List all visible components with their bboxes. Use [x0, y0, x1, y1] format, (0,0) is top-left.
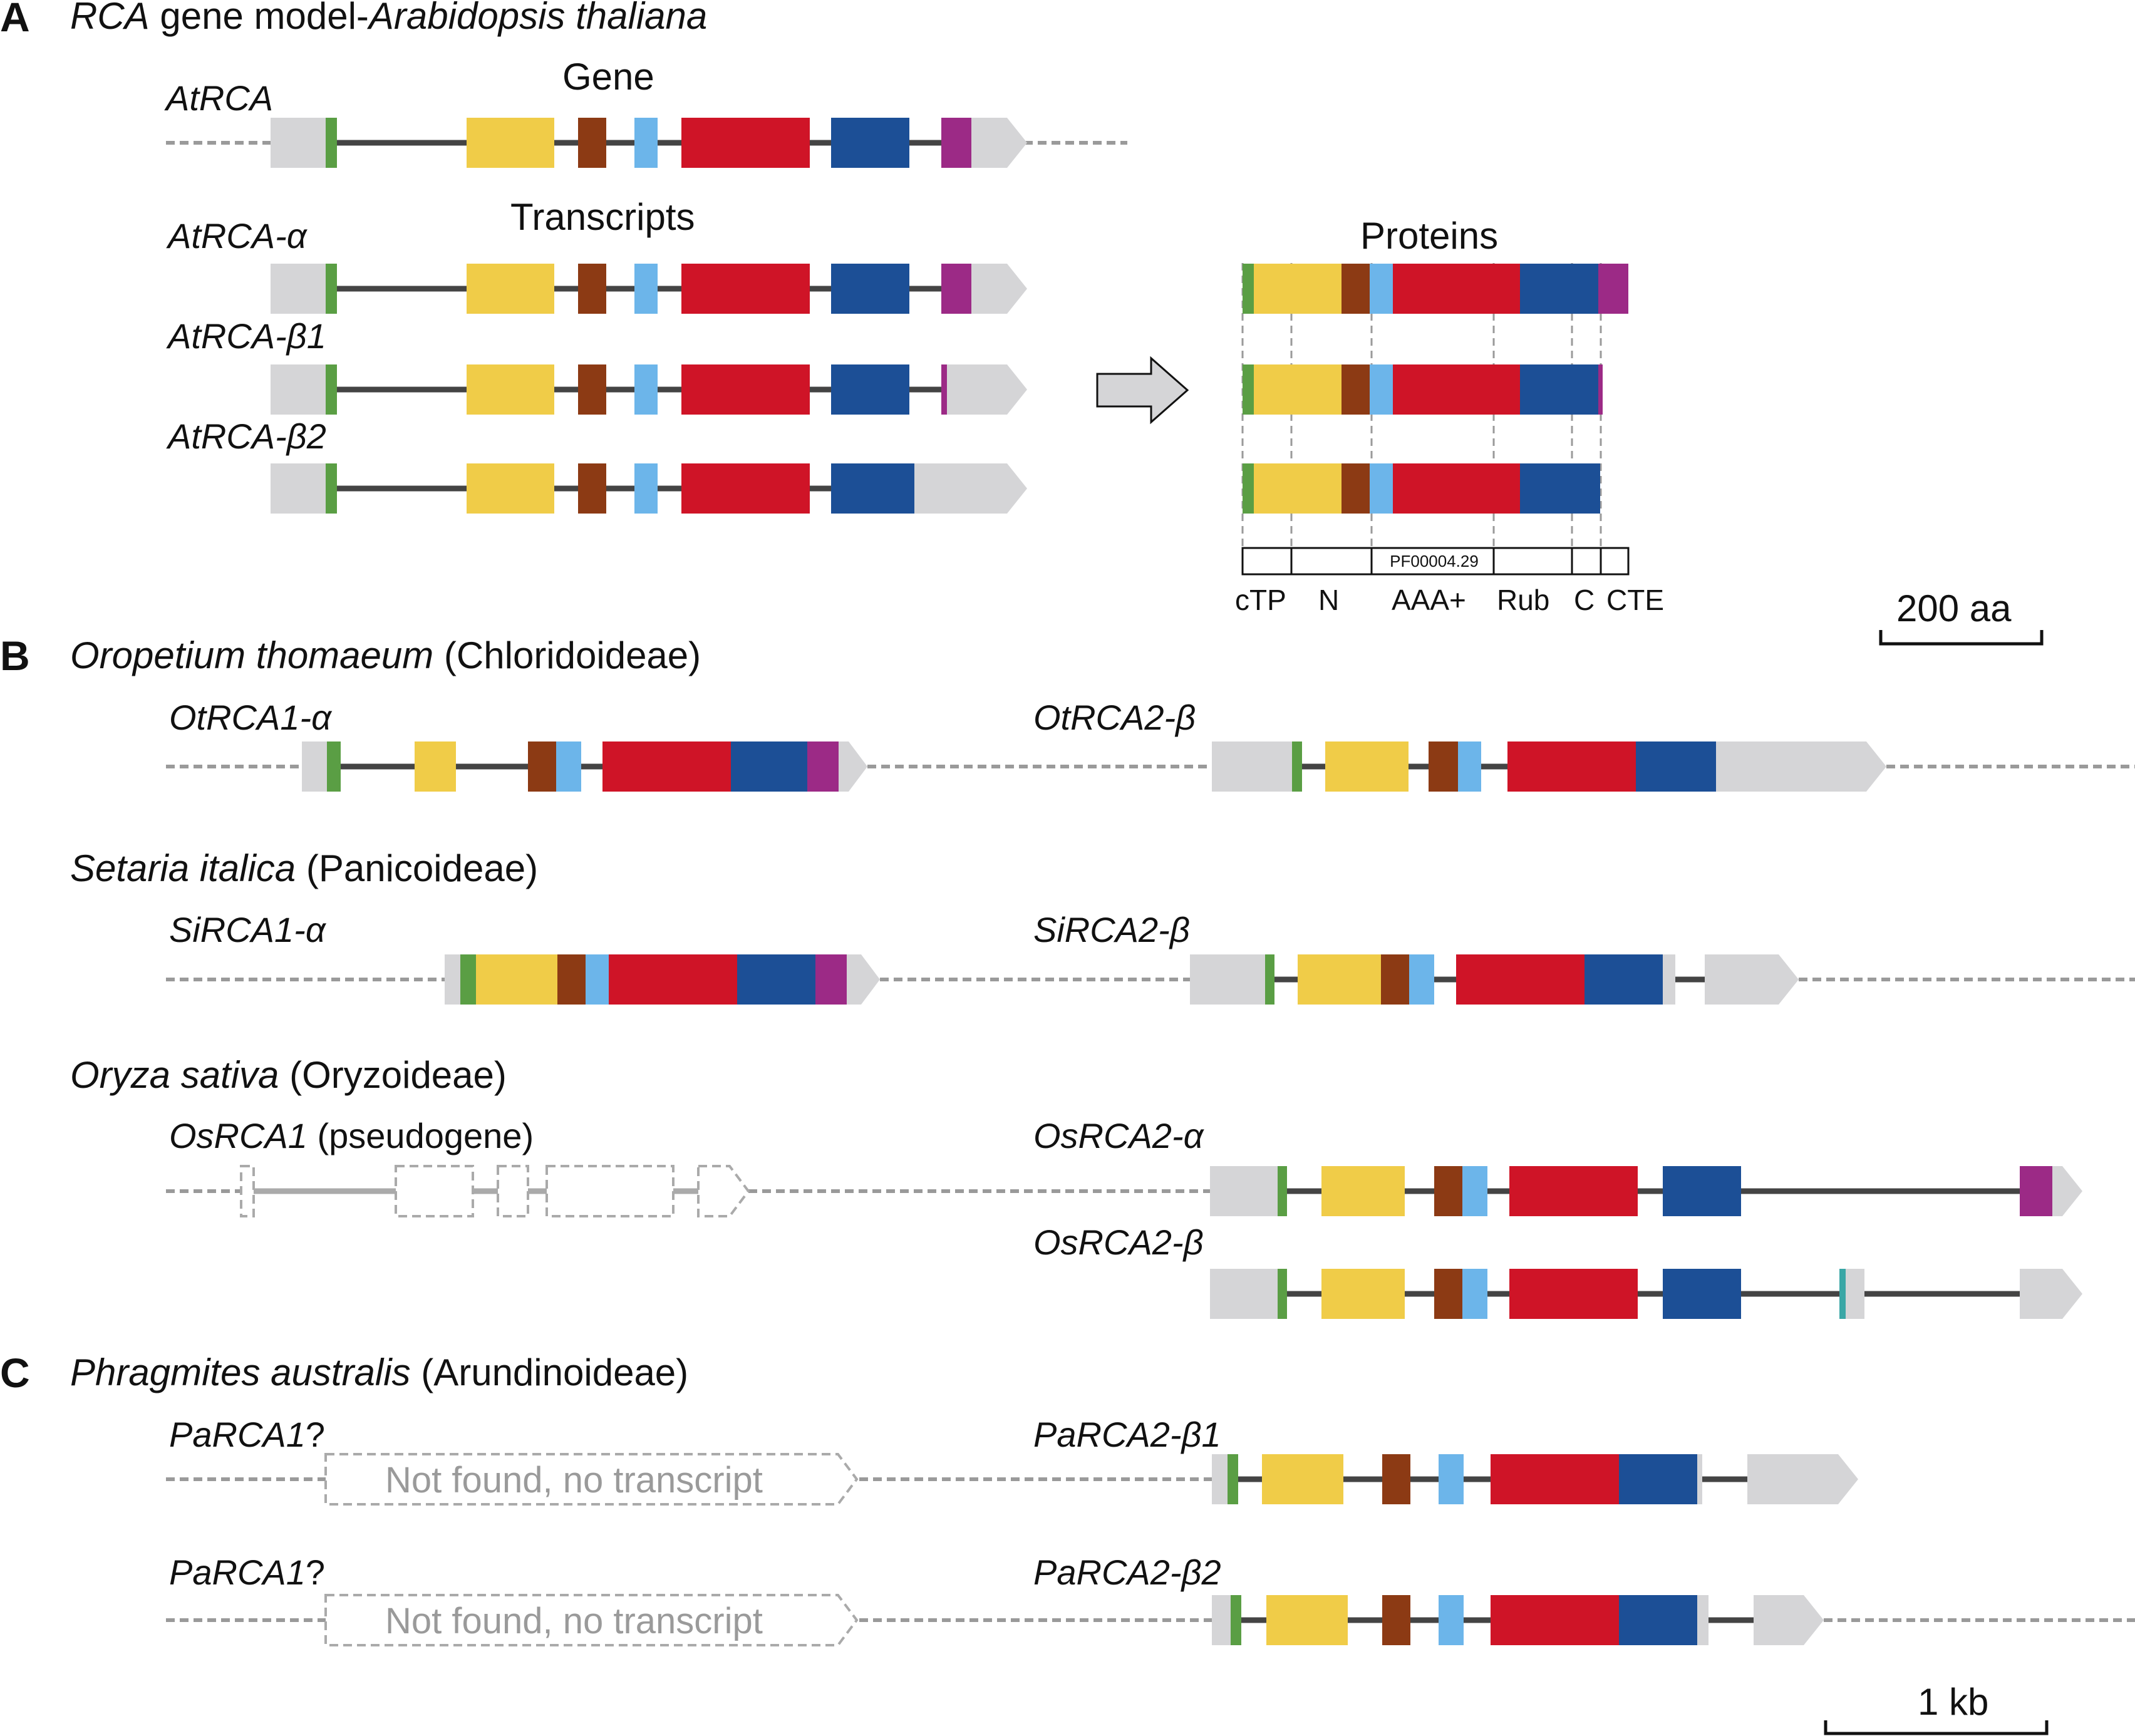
- species-setaria: Setaria italica (Panicoideae): [70, 847, 538, 889]
- gene-model-sirca2-beta: [1190, 954, 2135, 1005]
- domain-label-aaa: AAA+: [1392, 584, 1466, 616]
- not-found-placeholder-bottom: Not found, no transcript: [166, 1594, 1212, 1646]
- gene-label-parca1-bottom: PaRCA1?: [169, 1553, 325, 1592]
- panel-letter-b: B: [0, 633, 30, 679]
- gene-model-osrca1-pseudogene: [166, 1165, 1212, 1217]
- gene-label-otrca1: OtRCA1-α: [169, 698, 333, 737]
- transcript-label-beta1: AtRCA-β1: [166, 316, 326, 356]
- domain-label-n: N: [1318, 584, 1339, 616]
- gene-label-osrca2-beta: OsRCA2-β: [1033, 1222, 1204, 1262]
- domain-label-rub: Rub: [1497, 584, 1549, 616]
- gene-label-sirca2: SiRCA2-β: [1033, 910, 1190, 949]
- panel-letter-a: A: [0, 0, 30, 40]
- transcript-label-beta2: AtRCA-β2: [166, 416, 326, 456]
- gene-model-sirca1-alpha: [166, 954, 1190, 1005]
- proteins-section-label: Proteins: [1360, 215, 1498, 257]
- domain-label-ctp: cTP: [1235, 584, 1286, 616]
- gene-model-otrca2-beta: [1212, 741, 2135, 792]
- gene-model-atrca: [166, 118, 1127, 168]
- aa-scale-label: 200 aa: [1896, 587, 2012, 629]
- transcript-model-atrca-beta2: [271, 463, 1027, 514]
- protein-model-beta1: [1243, 364, 1603, 415]
- domain-label-c: C: [1574, 584, 1595, 616]
- not-found-text-top: Not found, no transcript: [385, 1460, 763, 1501]
- transcript-model-atrca-beta1: [271, 364, 1027, 415]
- aa-scale-bar: [1879, 630, 2044, 646]
- gene-model-otrca1-alpha: [166, 741, 1212, 792]
- kb-scale-bar: [1824, 1720, 2049, 1735]
- protein-model-alpha: [1243, 264, 1628, 314]
- domain-annotation-bar: PF00004.29: [1241, 547, 1630, 576]
- domain-label-cte: CTE: [1606, 584, 1664, 616]
- gene-label-parca2-beta1: PaRCA2-β1: [1033, 1415, 1221, 1454]
- pfam-label: PF00004.29: [1390, 552, 1479, 571]
- gene-section-label: Gene: [562, 56, 654, 98]
- not-found-text-bottom: Not found, no transcript: [385, 1601, 763, 1641]
- gene-label-osrca2-alpha: OsRCA2-α: [1033, 1116, 1205, 1155]
- gene-label-parca1-top: PaRCA1?: [169, 1415, 325, 1454]
- gene-model-parca2-beta1: [1212, 1454, 1858, 1504]
- transcripts-section-label: Transcripts: [510, 196, 695, 238]
- gene-label-atrca: AtRCA: [164, 78, 273, 118]
- gene-model-parca2-beta2: [1212, 1595, 2135, 1645]
- panel-letter-c: C: [0, 1350, 30, 1396]
- gene-label-sirca1: SiRCA1-α: [169, 910, 327, 949]
- translation-arrow-icon: [1096, 356, 1189, 425]
- transcript-label-alpha: AtRCA-α: [166, 216, 308, 256]
- species-oryza: Oryza sativa (Oryzoideae): [70, 1054, 507, 1096]
- protein-model-beta2: [1243, 463, 1600, 514]
- species-phragmites: Phragmites australis (Arundinoideae): [70, 1351, 688, 1393]
- gene-model-osrca2-alpha: [1210, 1166, 2082, 1216]
- panel-a-title: RCA gene model-Arabidopsis thaliana: [70, 0, 707, 37]
- gene-label-otrca2: OtRCA2-β: [1033, 698, 1196, 737]
- gene-label-osrca1: OsRCA1 (pseudogene): [169, 1116, 534, 1155]
- species-oropetium: Oropetium thomaeum (Chloridoideae): [70, 634, 701, 676]
- not-found-placeholder-top: Not found, no transcript: [166, 1453, 1212, 1506]
- gene-model-osrca2-beta: [1210, 1269, 2082, 1319]
- transcript-model-atrca-alpha: [271, 264, 1027, 314]
- kb-scale-label: 1 kb: [1918, 1681, 1988, 1723]
- gene-label-parca2-beta2: PaRCA2-β2: [1033, 1553, 1221, 1592]
